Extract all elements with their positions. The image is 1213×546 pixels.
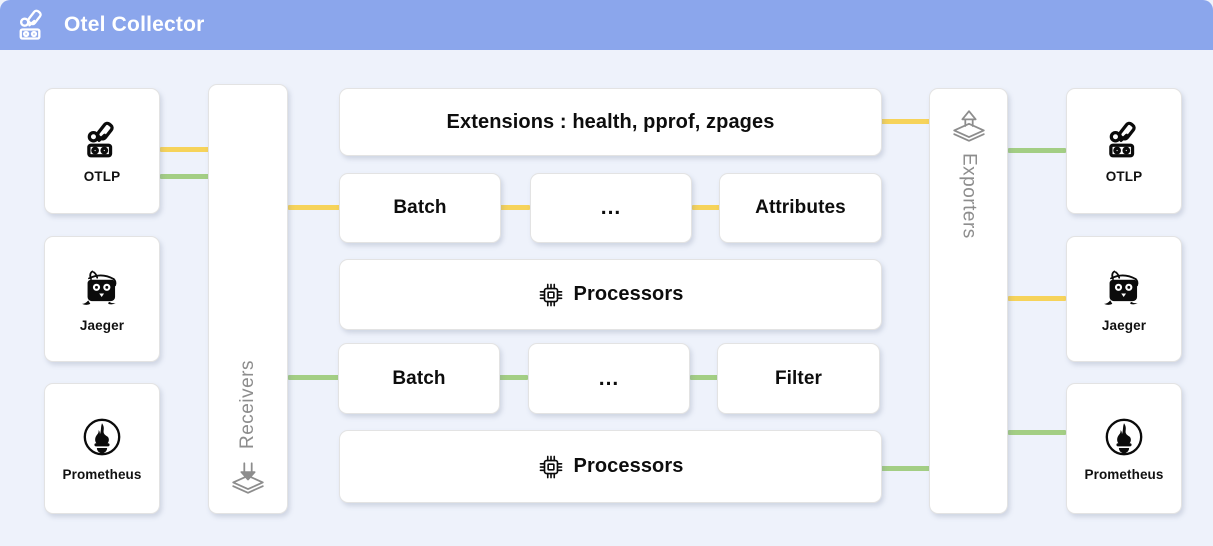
connector-otlp-to-receivers-metrics	[160, 174, 210, 179]
metrics-ellipsis-box[interactable]: ...	[528, 343, 690, 414]
exporters-column[interactable]: Exporters	[929, 88, 1008, 514]
traces-ellipsis-label: ...	[600, 196, 622, 219]
extensions-box[interactable]: Extensions : health, pprof, zpages	[339, 88, 882, 156]
traces-processors-label: Processors	[573, 283, 684, 305]
receivers-label: Receivers	[237, 360, 258, 449]
traces-batch-label: Batch	[393, 197, 447, 218]
destination-label-prometheus: Prometheus	[1084, 467, 1164, 482]
connector-batch-to-ellipsis-metrics	[499, 375, 528, 380]
connector-extensions-to-exporters	[881, 119, 930, 124]
exporters-label: Exporters	[958, 153, 980, 239]
app-header: Otel Collector	[0, 0, 1213, 50]
metrics-ellipsis-label: ...	[598, 366, 620, 390]
opentelemetry-logo-icon	[19, 9, 42, 40]
cpu-chip-icon	[539, 283, 562, 306]
extensions-label: Extensions : health, pprof, zpages	[446, 110, 775, 133]
connector-exporters-to-jaeger	[1008, 296, 1066, 301]
prometheus-flame-icon	[83, 418, 121, 456]
traces-processors-box[interactable]: Processors	[339, 259, 882, 330]
metrics-batch-label: Batch	[392, 367, 446, 389]
source-label-otlp: OTLP	[83, 168, 121, 184]
arrow-down-into-layers-icon	[232, 462, 264, 494]
destination-box-prometheus[interactable]: Prometheus	[1066, 383, 1182, 514]
destination-box-otlp[interactable]: OTLP	[1066, 88, 1182, 214]
cpu-chip-icon	[539, 455, 562, 478]
connector-receivers-to-traces-row	[288, 205, 340, 210]
connector-ellipsis-to-attributes-traces	[692, 205, 720, 210]
connector-otlp-to-receivers-traces	[160, 147, 210, 152]
source-box-jaeger[interactable]: Jaeger	[44, 236, 160, 362]
metrics-filter-label: Filter	[774, 367, 823, 389]
connector-receivers-to-metrics-row	[288, 375, 340, 380]
traces-batch-box[interactable]: Batch	[339, 173, 501, 243]
source-label-prometheus: Prometheus	[62, 467, 142, 482]
metrics-processors-label: Processors	[573, 455, 684, 477]
traces-attributes-label: Attributes	[755, 197, 846, 218]
jaeger-mascot-icon	[82, 270, 117, 305]
source-box-otlp[interactable]: OTLP	[44, 88, 160, 214]
metrics-filter-box[interactable]: Filter	[717, 343, 880, 414]
connector-processors-to-exporters	[881, 466, 930, 471]
traces-attributes-box[interactable]: Attributes	[719, 173, 882, 243]
traces-ellipsis-box[interactable]: ...	[530, 173, 692, 243]
source-label-jaeger: Jaeger	[79, 317, 125, 333]
destination-box-jaeger[interactable]: Jaeger	[1066, 236, 1182, 362]
opentelemetry-logo-icon	[87, 121, 114, 157]
destination-label-jaeger: Jaeger	[1101, 317, 1147, 333]
source-box-prometheus[interactable]: Prometheus	[44, 383, 160, 514]
destination-label-otlp: OTLP	[1105, 168, 1143, 184]
prometheus-flame-icon	[1105, 418, 1143, 456]
receivers-column[interactable]: Receivers	[208, 84, 288, 514]
connector-batch-to-ellipsis-traces	[500, 205, 530, 210]
metrics-processors-box[interactable]: Processors	[339, 430, 882, 503]
jaeger-mascot-icon	[1104, 270, 1139, 305]
opentelemetry-logo-icon	[1109, 121, 1136, 157]
app-title: Otel Collector	[64, 13, 205, 36]
connector-exporters-to-otlp	[1008, 148, 1066, 153]
connector-exporters-to-prometheus	[1008, 430, 1066, 435]
connector-ellipsis-to-filter-metrics	[690, 375, 718, 380]
metrics-batch-box[interactable]: Batch	[338, 343, 500, 414]
arrow-up-from-layers-icon	[952, 110, 985, 142]
